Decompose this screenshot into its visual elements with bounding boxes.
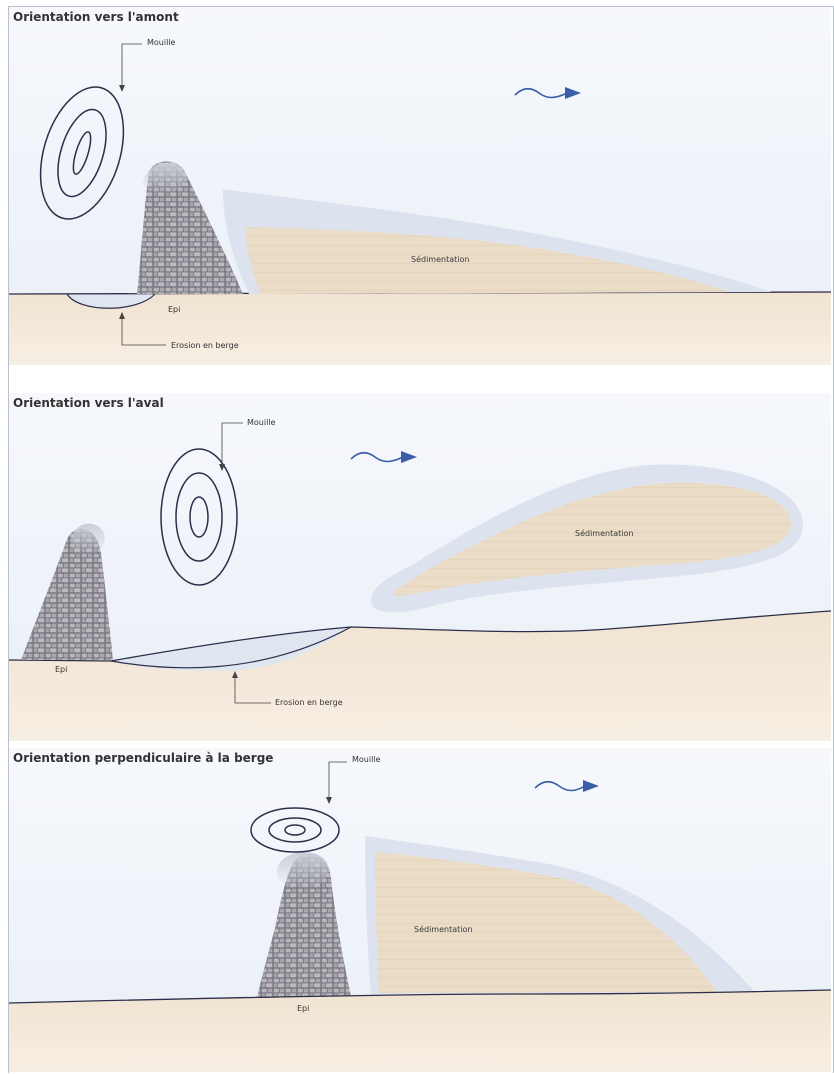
mouille-label: Mouille [247,418,275,427]
sedimentation-label: Sédimentation [575,529,633,538]
panel-title: Orientation vers l'aval [13,396,164,410]
panel-downstream-diagram [9,393,831,741]
panel-downstream: Orientation vers l'aval Mouille Sédiment… [9,393,831,741]
epi-label: Epi [297,1004,309,1013]
epi-label: Epi [168,305,180,314]
panel-perpendicular: Orientation perpendiculaire à la berge M… [9,748,831,1072]
epi-label: Epi [55,665,67,674]
erosion-label: Erosion en berge [171,341,239,350]
panel-upstream-diagram [9,7,831,365]
panel-title: Orientation vers l'amont [13,10,179,24]
sedimentation-label: Sédimentation [411,255,469,264]
mouille-label: Mouille [147,38,175,47]
panel-perpendicular-diagram [9,748,831,1072]
panel-upstream: Orientation vers l'amont Mouille Sédimen… [9,7,831,365]
sedimentation-label: Sédimentation [414,925,472,934]
riverbank [9,990,831,1072]
erosion-label: Erosion en berge [275,698,343,707]
mouille-label: Mouille [352,755,380,764]
panel-title: Orientation perpendiculaire à la berge [13,751,273,765]
